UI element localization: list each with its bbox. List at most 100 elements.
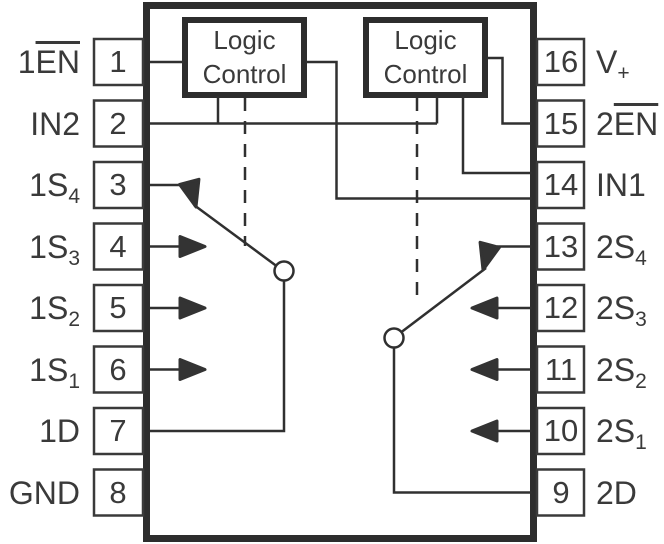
label-prefix: 1 (17, 44, 36, 80)
pin-label-1s2: 1S2 (0, 285, 80, 331)
pin-label-in2: IN2 (0, 101, 80, 147)
channel-arrows (178, 177, 501, 443)
pin-number-12: 12 (543, 290, 579, 325)
pin-label-2s3: 2S3 (596, 285, 647, 331)
label-subscript: 3 (68, 246, 80, 270)
pin-number-2: 2 (109, 105, 127, 141)
pin-label-2s1: 2S1 (596, 408, 647, 454)
label-main: IN1 (596, 167, 646, 203)
switch-pole-2-icon (383, 327, 405, 349)
pin-box-3 (92, 160, 145, 210)
pin-number-14: 14 (543, 167, 579, 202)
arrow-1s1-icon (178, 358, 207, 381)
pin-number-9: 9 (552, 474, 570, 510)
pin-box-1 (92, 37, 145, 87)
label-subscript: 3 (635, 308, 647, 331)
internal-wires (150, 56, 532, 494)
pin-number-15: 15 (543, 105, 579, 141)
logic-control-1-line1: Logic (213, 25, 276, 55)
pin-box-13 (535, 222, 586, 271)
wire-logic2-to-in1 (461, 96, 532, 175)
logic-control-2-line1: Logic (394, 25, 457, 55)
pin-box-15 (535, 99, 586, 148)
label-main: 2S (596, 351, 636, 388)
pin-label-2s2: 2S2 (596, 347, 647, 393)
arrow-2s4-icon (478, 240, 501, 272)
pin-number-13: 13 (543, 228, 579, 264)
pin-label-2en-bar: 2EN (596, 101, 658, 147)
arrow-1s2-icon (178, 296, 207, 320)
label-main: 2D (596, 474, 637, 511)
logic-control-1-line2: Control (202, 59, 287, 89)
pin-label-1en-bar: 1EN (0, 39, 80, 85)
switch-pole-1-icon (273, 260, 295, 282)
pin-box-2 (92, 99, 145, 148)
pin-label-2d: 2D (596, 470, 637, 516)
arrow-1s4-icon (178, 177, 201, 209)
label-main: 1S (29, 351, 69, 388)
label-main: 1S (29, 167, 69, 203)
pin-number-11: 11 (544, 351, 578, 387)
label-subscript: 4 (635, 246, 647, 270)
pin-label-in1: IN1 (596, 162, 646, 208)
label-main: 1S (29, 228, 69, 265)
arrow-2s1-icon (470, 419, 499, 443)
pin-number-1: 1 (109, 44, 127, 79)
label-subscript: 1 (68, 369, 80, 393)
pin-label-2s4: 2S4 (596, 224, 647, 270)
switch-arm-1 (193, 203, 278, 268)
pin-number-16: 16 (543, 44, 579, 79)
pin-box-5 (92, 283, 145, 333)
pin-box-4 (92, 222, 145, 271)
arrow-1s3-icon (178, 235, 207, 258)
ic-body-outline (143, 2, 537, 542)
label-subscript: + (617, 62, 630, 85)
pin-number-7: 7 (109, 413, 127, 448)
switch-poles (273, 260, 405, 349)
label-main: 2S (596, 413, 636, 449)
pin-box-7 (92, 406, 145, 456)
label-subscript: 4 (68, 185, 80, 208)
label-main: IN2 (30, 105, 80, 142)
pin-label-gnd: GND (0, 470, 80, 516)
pin-boxes-left (92, 37, 145, 517)
pin-box-8 (92, 468, 145, 517)
wire-logic2-to-2en (487, 56, 532, 125)
wire-2d-to-pole (392, 347, 532, 494)
pin-number-8: 8 (109, 474, 127, 510)
pin-label-vplus: V+ (596, 39, 630, 85)
pin-number-6: 6 (109, 351, 127, 387)
logic-control-box-1 (182, 17, 307, 98)
wire-logic1-to-in1 (306, 60, 532, 200)
label-main: V (596, 44, 618, 80)
wire-1d-to-pole (150, 280, 286, 433)
pin-box-12 (535, 283, 586, 333)
pin-box-6 (92, 345, 145, 394)
label-subscript: 1 (635, 431, 647, 454)
logic-control-box-2 (363, 17, 488, 98)
pin-box-10 (535, 406, 586, 456)
pin-label-1d: 1D (0, 408, 80, 454)
arrow-2s2-icon (470, 358, 499, 381)
pin-box-11 (535, 345, 586, 394)
logic-control-2-line2: Control (383, 59, 468, 89)
label-overline: EN (35, 44, 80, 80)
pin-box-16 (535, 37, 586, 87)
logic-control-text-2: Logic Control (366, 23, 485, 91)
label-main: 2S (596, 228, 636, 265)
label-subscript: 2 (68, 308, 80, 331)
pin-number-10: 10 (543, 413, 579, 448)
label-overline: EN (613, 105, 659, 142)
pin-box-14 (535, 160, 586, 210)
label-main: GND (8, 474, 80, 511)
logic-control-text-1: Logic Control (185, 23, 304, 91)
pin-label-1s3: 1S3 (0, 224, 80, 270)
pin-number-4: 4 (109, 228, 127, 264)
label-main: 2S (596, 290, 636, 326)
label-main: 1S (29, 290, 69, 326)
pin-label-1s1: 1S1 (0, 347, 80, 393)
dashed-control-lines (243, 98, 419, 304)
pin-number-3: 3 (109, 167, 127, 202)
